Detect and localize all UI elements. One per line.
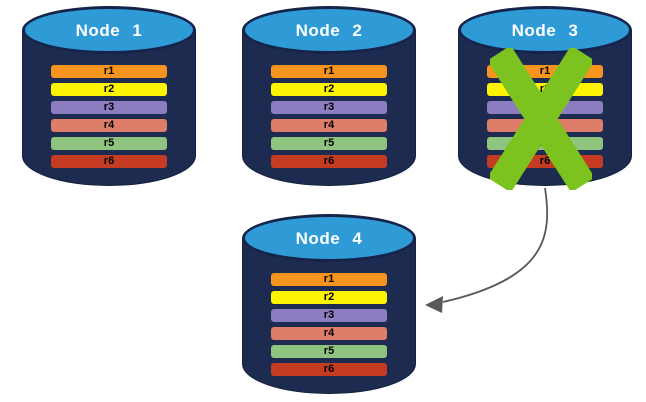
row-r4: r4 [271, 119, 387, 132]
row-r2: r2 [271, 291, 387, 304]
row-r5: r5 [271, 137, 387, 150]
row-r5: r5 [51, 137, 167, 150]
row-r3: r3 [271, 309, 387, 322]
node-1-rows: r1 r2 r3 r4 r5 r6 [51, 65, 167, 173]
row-r1: r1 [271, 273, 387, 286]
row-r1: r1 [51, 65, 167, 78]
row-r6: r6 [487, 155, 603, 168]
row-r1: r1 [271, 65, 387, 78]
node-title: Node 4 [295, 229, 363, 248]
database-cylinder-top: Node 1 [22, 6, 196, 54]
node-4-rows: r1 r2 r3 r4 r5 r6 [271, 273, 387, 381]
database-cylinder-top: Node 3 [458, 6, 632, 54]
row-r2: r2 [51, 83, 167, 96]
row-r2: r2 [271, 83, 387, 96]
row-r6: r6 [271, 363, 387, 376]
node-title: Node 3 [511, 21, 579, 40]
database-cylinder-top: Node 2 [242, 6, 416, 54]
row-r6: r6 [51, 155, 167, 168]
row-r6: r6 [271, 155, 387, 168]
node-3-rows: r1 r2 r3 r4 r5 r6 [487, 65, 603, 173]
row-r1: r1 [487, 65, 603, 78]
row-r4: r4 [51, 119, 167, 132]
node-2-rows: r1 r2 r3 r4 r5 r6 [271, 65, 387, 173]
row-r4: r4 [487, 119, 603, 132]
node-4-cylinder: Node 4 r1 r2 r3 r4 r5 r6 [242, 214, 416, 394]
row-r3: r3 [271, 101, 387, 114]
node-1-cylinder: Node 1 r1 r2 r3 r4 r5 r6 [22, 6, 196, 186]
node-2-cylinder: Node 2 r1 r2 r3 r4 r5 r6 [242, 6, 416, 186]
row-r3: r3 [51, 101, 167, 114]
database-cylinder-top: Node 4 [242, 214, 416, 262]
row-r2: r2 [487, 83, 603, 96]
node-title: Node 2 [295, 21, 363, 40]
row-r4: r4 [271, 327, 387, 340]
row-r3: r3 [487, 101, 603, 114]
node-title: Node 1 [75, 21, 143, 40]
row-r5: r5 [271, 345, 387, 358]
node-3-cylinder: Node 3 r1 r2 r3 r4 r5 r6 [458, 6, 632, 190]
row-r5: r5 [487, 137, 603, 150]
